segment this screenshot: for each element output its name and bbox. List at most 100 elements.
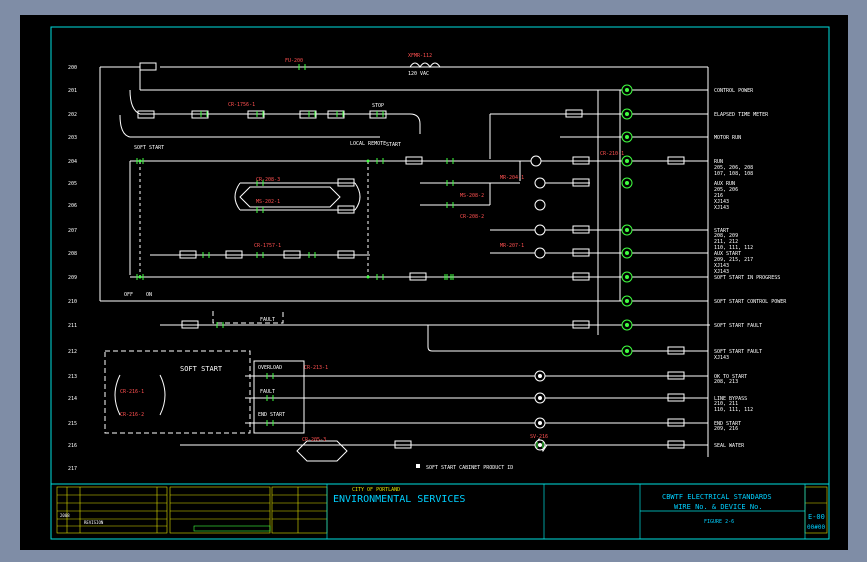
ref-end-1: 209, 216 [714,426,738,432]
tb-department: ENVIRONMENTAL SERVICES [333,494,465,505]
rung-number: 201 [68,88,77,94]
rung-number: 213 [68,374,77,380]
relay-coil [534,247,546,259]
coil-center [625,349,629,353]
tag-xfmr: XFMR-112 [408,53,432,59]
tag-cr216-1: CR-216-1 [120,389,144,395]
ref-auxstart-2: XJ143 [714,263,729,269]
rung-number: 214 [68,396,77,402]
soft-start-small: SOFT START [134,145,164,151]
coil-center [538,421,542,425]
tb-sheet: E-00 [808,513,825,521]
output-label: ELAPSED TIME METER [714,112,769,118]
output-label: CONTROL POWER [714,88,754,94]
end-start-label: END START [258,412,285,418]
coil-center [625,228,629,232]
tag-mr207: MR-207-1 [500,243,524,249]
ref-start-3: 110, 111, 112 [714,245,753,251]
relay-coil [534,224,546,236]
tag-ms208-2: MS-208-2 [460,193,484,199]
tb-title-1: CBWTF ELECTRICAL STANDARDS [662,493,772,501]
contacts [136,64,544,448]
ref-auxrun-4: XJ143 [714,205,729,211]
ref-auxrun-3: XJ143 [714,199,729,205]
tb-sheet-sub: 00#00 [807,524,825,531]
cabinet-note-text: SOFT START CABINET PRODUCT ID [426,465,513,471]
rung-number: 215 [68,421,77,427]
tag-sv216: SV-216 [530,434,548,440]
coil-center [625,275,629,279]
xfmr-rating: 120 VAC [408,71,429,77]
rung-number: 200 [68,65,77,71]
fault2-label: FAULT [260,389,275,395]
cabinet-note: SOFT START CABINET PRODUCT ID [416,464,513,471]
misc-labels: 120 VAC STOP START LOCAL REMOTE OFF ON F… [124,71,429,418]
soft-start-legend: SOFT START [180,365,223,373]
ref-auxstart-3: XJ143 [714,269,729,275]
rung-number: 207 [68,228,77,234]
tag-cr210: CR-210-1 [600,151,624,157]
output-labels: CONTROL POWER ELAPSED TIME METER MOTOR RUN… [714,88,787,449]
coil-center [625,299,629,303]
rung-number: 209 [68,275,77,281]
ref-auxrun-2: 216 [714,193,723,199]
relay-coil [534,177,546,189]
drawing-border [50,26,830,540]
ref-run-1: 205, 206, 208 [714,165,753,171]
tag-cr208-3: CR-208-3 [256,177,280,183]
output-coils [530,84,633,451]
relay-coil [534,199,546,211]
off-label: OFF [124,292,133,298]
reference-notes: 205, 206, 208 107, 108, 108 205, 206 216… [714,165,753,432]
tag-mr204: MR-204-1 [500,175,524,181]
local-remote-label: LOCAL REMOTE [350,141,386,147]
coil-center [538,396,542,400]
wiring [100,62,710,462]
ref-fault-1: XJ143 [714,355,729,361]
ref-run-2: 107, 108, 108 [714,171,753,177]
output-label: AUX START [714,251,741,257]
tag-cr216-2: CR-216-2 [120,412,144,418]
rung-number: 208 [68,251,77,257]
rung-number: 217 [68,466,77,472]
tag-cr213: CR-213-1 [304,365,328,371]
coil-center [538,374,542,378]
rung-number-column: 2002012022032042052062072082092102112122… [68,65,77,472]
rung-number: 205 [68,181,77,187]
tb-title-2: WIRE No. & DEVICE No. [674,503,763,511]
overload-label: OVERLOAD [258,365,282,371]
output-label: SOFT START FAULT [714,349,762,355]
ref-start-2: 211, 212 [714,239,738,245]
coil-center [625,251,629,255]
tag-ms202: MS-202-1 [256,199,280,205]
output-label: OK TO START [714,374,747,380]
output-label: END START [714,421,741,427]
coil-center [625,181,629,185]
ref-auxrun-1: 205, 206 [714,187,738,193]
rung-number: 216 [68,443,77,449]
ref-bypass-2: 110, 111, 112 [714,407,753,413]
stop-label: STOP [372,103,384,109]
fault-label: FAULT [260,317,275,323]
output-label: LINE BYPASS [714,396,747,402]
rung-number: 203 [68,135,77,141]
tb-city: CITY OF PORTLAND [352,487,400,493]
rung-number: 202 [68,112,77,118]
output-label: SEAL WATER [714,443,745,449]
coil-center [538,443,542,447]
device-tags: FU-200 XFMR-112 CR-1756-1 CR-208-3 MS-20… [120,53,624,443]
junction-dots [138,159,370,279]
on-label: ON [146,292,152,298]
tb-date: 2008 [60,513,70,518]
power-rails [99,66,709,457]
output-label: RUN [714,159,723,165]
ref-start-1: 208, 209 [714,233,738,239]
ref-auxstart-1: 209, 215, 217 [714,257,753,263]
rung-number: 206 [68,203,77,209]
output-label: MOTOR RUN [714,135,741,141]
tag-fu200: FU-200 [285,58,303,64]
relay-coil [530,155,542,167]
coil-center [625,135,629,139]
rung-number: 212 [68,349,77,355]
